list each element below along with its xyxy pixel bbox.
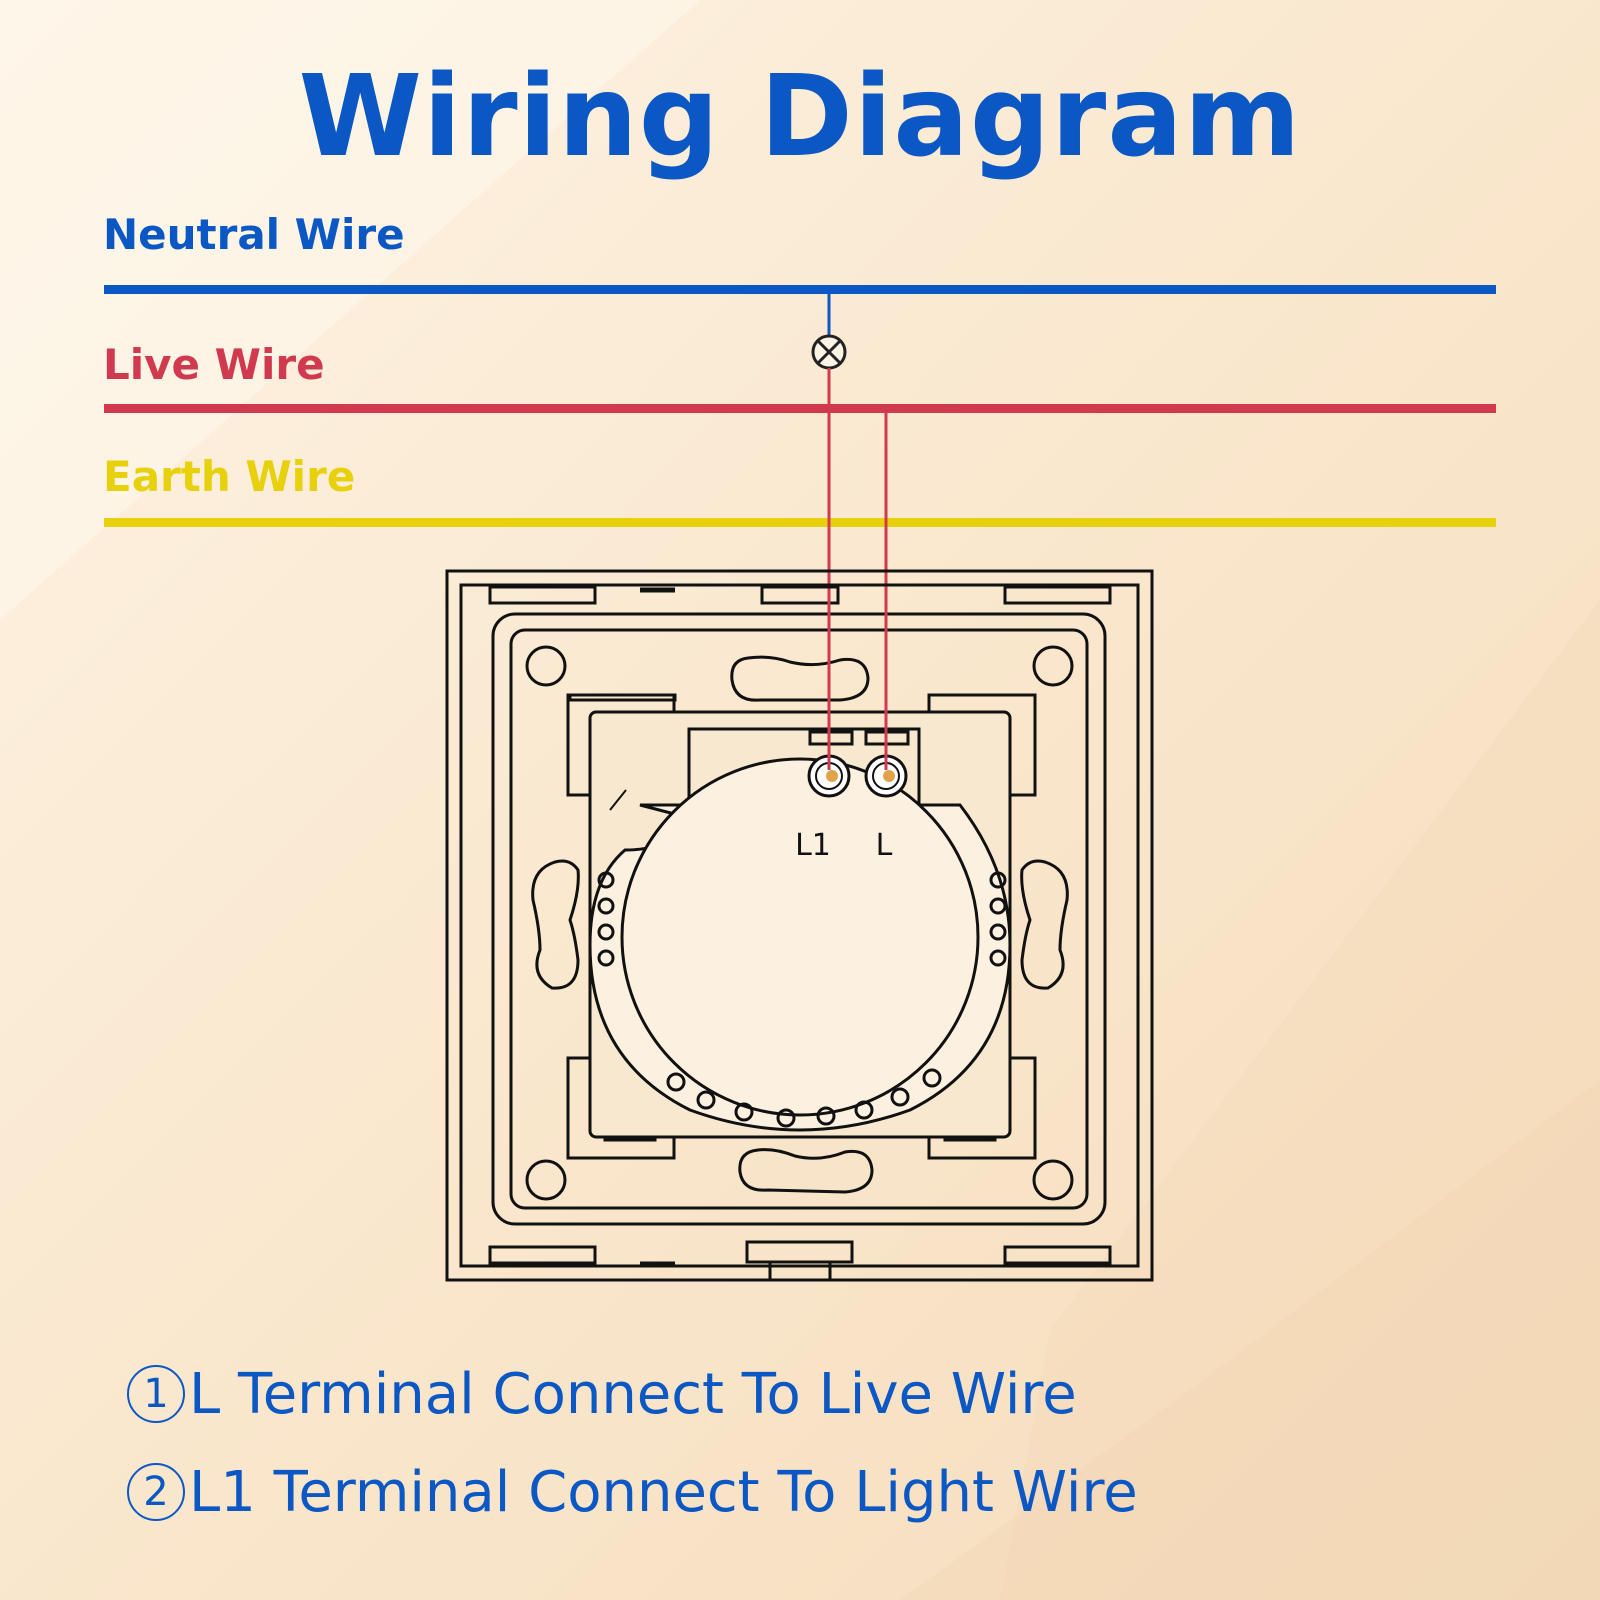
page-title: Wiring Diagram xyxy=(298,52,1302,182)
neutral-wire-label: Neutral Wire xyxy=(103,210,405,259)
terminal-l1-label: L1 xyxy=(795,828,831,863)
instruction-1-text: L Terminal Connect To Live Wire xyxy=(189,1362,1077,1427)
neutral-wire xyxy=(104,285,1496,294)
terminal-l-label: L xyxy=(876,828,893,863)
earth-wire xyxy=(104,518,1496,527)
lamp-icon xyxy=(811,334,847,370)
live-wire xyxy=(104,404,1496,413)
switch-back-plate xyxy=(445,569,1154,1282)
instruction-2-number: 2 xyxy=(127,1463,185,1521)
instruction-1-number: 1 xyxy=(127,1365,185,1423)
live-wire-label: Live Wire xyxy=(103,340,325,389)
earth-wire-label: Earth Wire xyxy=(103,452,356,501)
instruction-2-text: L1 Terminal Connect To Light Wire xyxy=(189,1460,1138,1525)
